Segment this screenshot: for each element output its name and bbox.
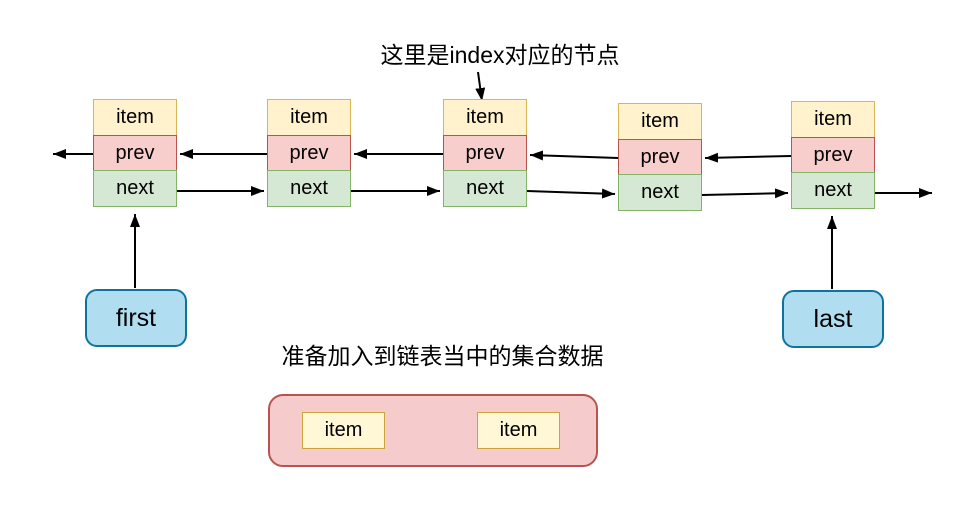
prev-cell: prev [93, 134, 177, 172]
next-cell: next [267, 170, 351, 207]
item-cell: item [443, 99, 527, 136]
prev-cell: prev [618, 138, 702, 176]
list-node-5: item prev next [791, 101, 875, 209]
pending-item-2: item [477, 412, 560, 449]
pending-item-1: item [302, 412, 385, 449]
list-node-1: item prev next [93, 99, 177, 207]
prev-cell: prev [791, 136, 875, 174]
prev-cell: prev [443, 134, 527, 172]
next-cell: next [791, 172, 875, 209]
list-node-4: item prev next [618, 103, 702, 211]
list-node-2: item prev next [267, 99, 351, 207]
arrow-next-n3-n4 [526, 188, 616, 199]
arrow-next-n4-n5 [701, 188, 789, 199]
index-annotation: 这里是index对应的节点 [380, 42, 620, 68]
prev-cell: prev [267, 134, 351, 172]
first-pointer-box: first [85, 289, 187, 347]
pending-data-annotation: 准备加入到链表当中的集合数据 [281, 343, 604, 369]
arrow-index-callout [475, 71, 486, 102]
arrow-prev-n5-n4 [704, 152, 792, 163]
next-cell: next [443, 170, 527, 207]
next-cell: next [93, 170, 177, 207]
list-node-3-index: item prev next [443, 99, 527, 207]
item-cell: item [93, 99, 177, 136]
item-cell: item [267, 99, 351, 136]
item-cell: item [791, 101, 875, 138]
next-cell: next [618, 174, 702, 211]
item-cell: item [618, 103, 702, 140]
last-pointer-box: last [782, 290, 884, 348]
arrow-prev-n4-n3 [529, 150, 619, 161]
